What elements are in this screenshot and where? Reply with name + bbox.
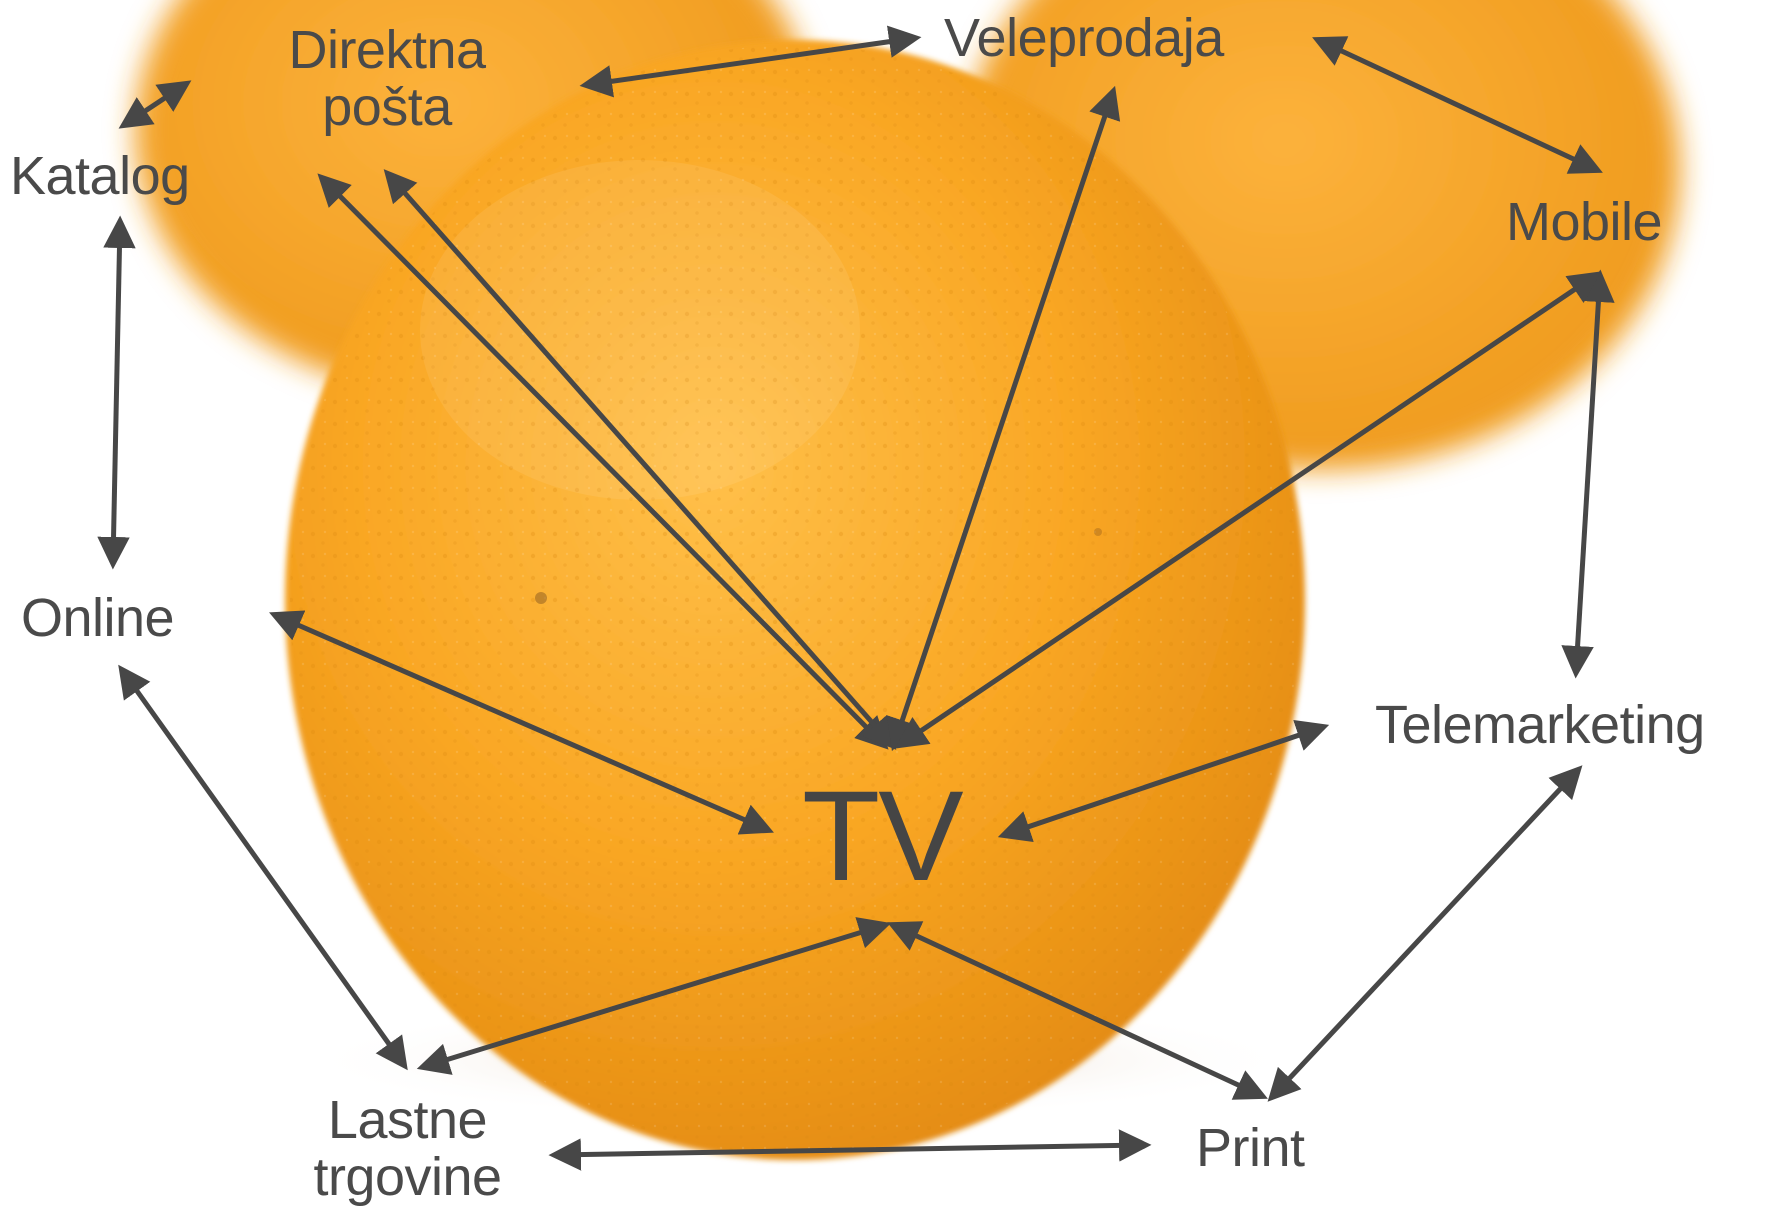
node-veleprodaja: Veleprodaja: [944, 10, 1224, 67]
node-direktna-line2: pošta: [262, 79, 512, 136]
node-telemarketing: Telemarketing: [1375, 697, 1705, 754]
node-online: Online: [21, 590, 174, 647]
node-lastne-line1: Lastne: [290, 1092, 525, 1149]
node-katalog: Katalog: [10, 148, 190, 205]
node-lastne-line2: trgovine: [290, 1149, 525, 1206]
center-node-tv: TV: [802, 770, 962, 904]
node-lastne-trgovine: Lastne trgovine: [290, 1092, 525, 1205]
node-mobile: Mobile: [1506, 194, 1662, 251]
arrow-katalog-online: [113, 222, 120, 563]
node-direktna-line1: Direktna: [262, 22, 512, 79]
node-print: Print: [1196, 1120, 1305, 1177]
node-direktna-posta: Direktna pošta: [262, 22, 512, 135]
arrow-telemarketing-print: [1272, 770, 1578, 1097]
